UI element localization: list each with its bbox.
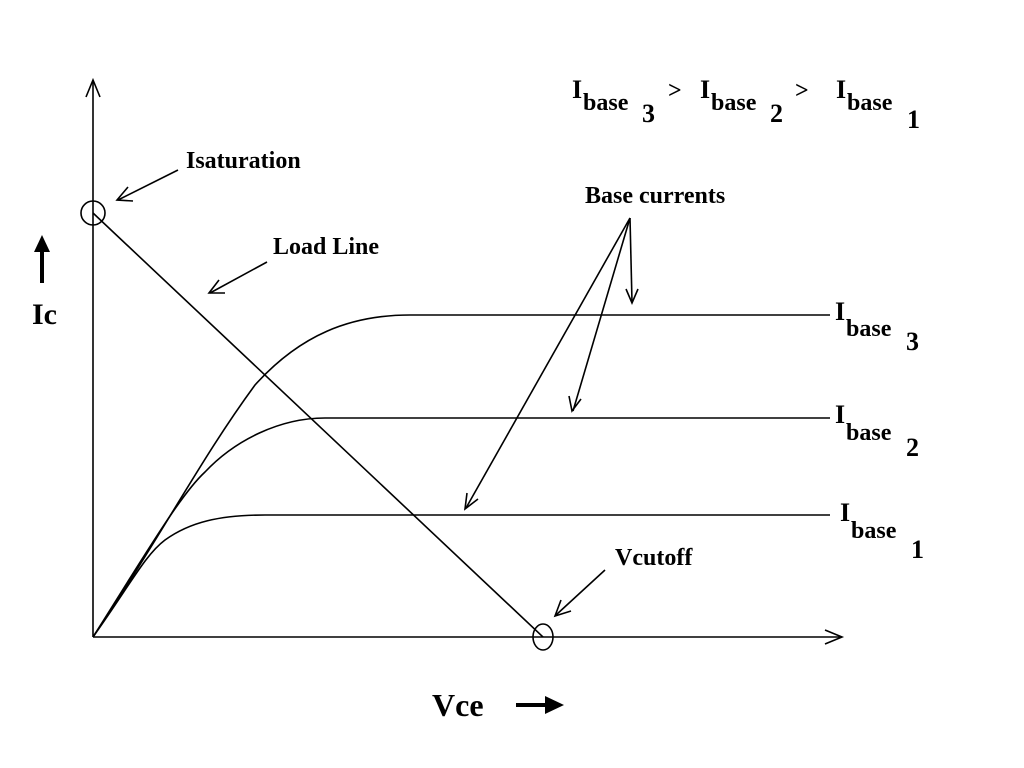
vcutoff-arrow xyxy=(553,569,606,618)
svg-text:3: 3 xyxy=(906,327,919,356)
curve-label-ibase3: I base 3 xyxy=(835,297,919,356)
svg-text:base: base xyxy=(583,90,629,116)
load-line-label: Load Line xyxy=(273,234,379,260)
axes xyxy=(85,77,845,645)
base-currents-arrows xyxy=(463,217,639,511)
svg-text:base: base xyxy=(847,90,893,116)
svg-text:I: I xyxy=(700,75,710,104)
y-axis-arrowhead xyxy=(85,77,101,98)
curve-label-ibase2: I base 2 xyxy=(835,400,919,462)
svg-text:base: base xyxy=(846,420,892,446)
ic-direction-arrow-icon xyxy=(34,235,50,283)
svg-text:1: 1 xyxy=(907,105,920,134)
y-axis-label: Ic xyxy=(32,298,57,331)
curve-ibase3 xyxy=(92,314,830,638)
svg-text:I: I xyxy=(835,297,845,326)
svg-text:I: I xyxy=(572,75,582,104)
svg-text:base: base xyxy=(846,316,892,342)
curve-ibase1 xyxy=(92,514,830,638)
svg-text:I: I xyxy=(840,498,850,527)
base-currents-label: Base currents xyxy=(585,183,725,209)
svg-text:1: 1 xyxy=(911,535,924,564)
vcutoff-label: Vcutoff xyxy=(615,545,693,571)
x-axis-arrowhead xyxy=(824,629,845,645)
isaturation-label: Isaturation xyxy=(186,148,301,174)
x-axis-label: Vce xyxy=(432,687,484,723)
curve-label-ibase1: I base 1 xyxy=(840,498,924,564)
cutoff-point-circle xyxy=(532,623,554,651)
load-line xyxy=(92,212,544,638)
svg-text:base: base xyxy=(711,90,757,116)
svg-text:3: 3 xyxy=(642,99,655,128)
svg-text:>: > xyxy=(795,78,809,104)
saturation-point-circle xyxy=(80,200,106,226)
svg-text:2: 2 xyxy=(770,99,783,128)
svg-text:2: 2 xyxy=(906,433,919,462)
svg-text:>: > xyxy=(668,78,682,104)
svg-text:I: I xyxy=(835,400,845,429)
base-current-relation: I base 3 > I base 2 > I base 1 xyxy=(572,75,920,134)
vce-direction-arrow-icon xyxy=(516,696,564,714)
curve-ibase2 xyxy=(92,417,830,638)
svg-text:base: base xyxy=(851,518,897,544)
isaturation-arrow xyxy=(115,169,179,202)
svg-text:I: I xyxy=(836,75,846,104)
load-line-arrow xyxy=(207,261,268,294)
